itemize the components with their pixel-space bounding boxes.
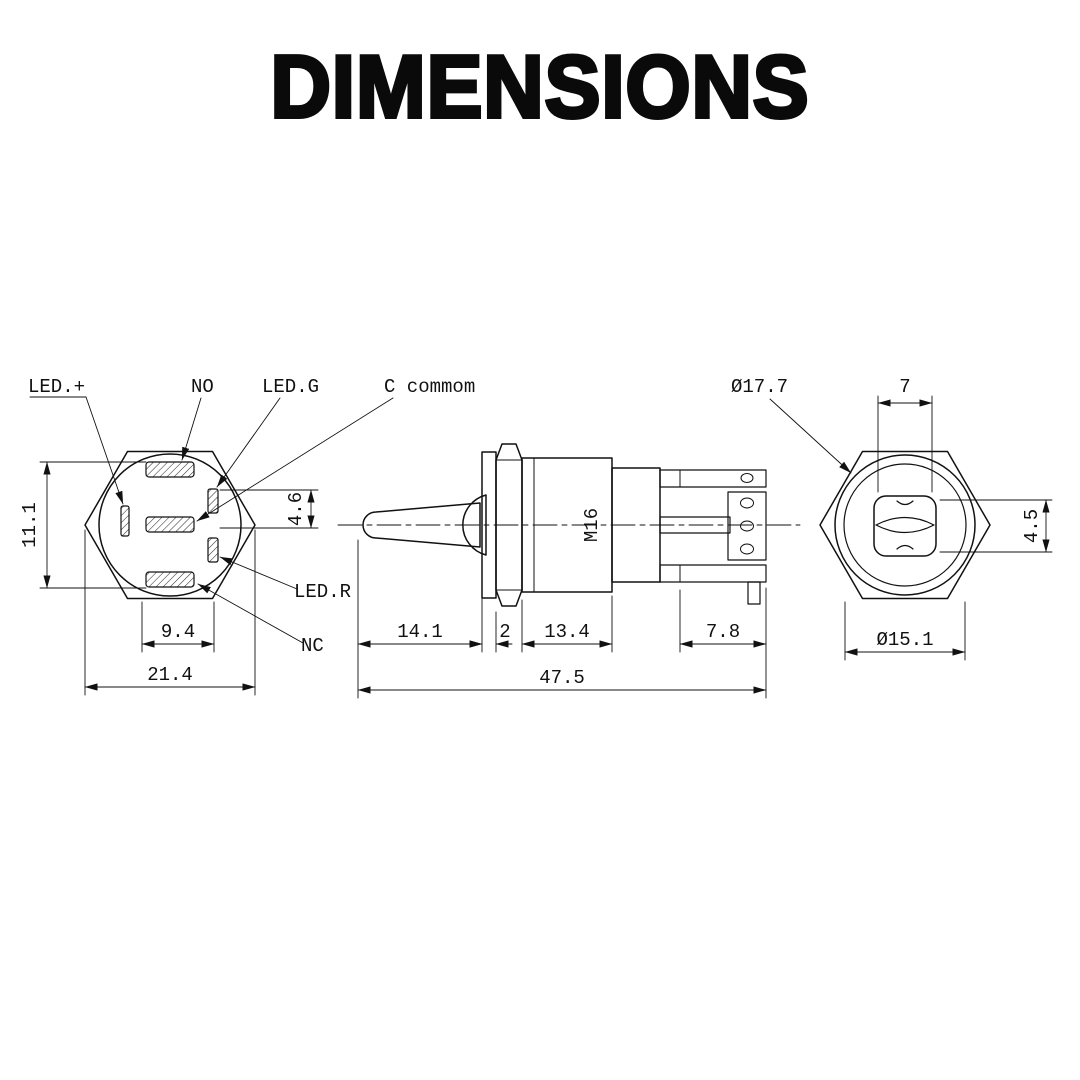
body-circle [98,453,242,597]
label-led-r: LED.R [294,581,351,603]
leader-no [181,397,202,461]
pin-led-r [207,537,219,563]
label-thread: M16 [581,508,603,542]
hex-nut-front [819,450,991,600]
label-no: NO [191,376,214,398]
toggle-bat-front [875,500,935,550]
toggle-opening [873,495,937,557]
bezel-outer-circle [834,454,976,596]
leader-led-r [219,556,298,590]
pin-descender [747,581,761,605]
page-title: DIMENSIONS [269,35,811,138]
dim-pin-height: 11.1 [19,502,41,548]
hex-nut-facets [495,459,523,591]
pin-led-plus [120,505,130,537]
dim-washer: 2 [499,621,510,643]
toggle-lever [362,502,481,548]
dim-pins: 7.8 [706,621,740,643]
dim-slot-width: 7 [899,376,910,398]
dim-face-diameter: Ø15.1 [876,629,933,651]
terminal-pin-top [659,469,767,488]
back-view: LED.+ NO LED.G LED.R NC 11.1 4.6 9.4 21.… [19,376,394,696]
label-led-plus: LED.+ [28,376,85,398]
back-extension-lines [39,461,319,696]
leader-led-g [216,397,281,488]
label-common: C commom [384,376,475,398]
pin-slot-no [145,461,195,478]
block-hole-1 [740,497,754,509]
dim-lever: 14.1 [397,621,443,643]
dim-outer-diameter: Ø17.7 [731,376,788,398]
dim-slot-height: 4.5 [1021,509,1043,543]
bezel-inner-circle [843,463,967,587]
lever-pivot-dome [462,494,487,556]
terminal-pin-bottom [659,564,767,583]
block-hole-3 [740,543,754,555]
label-led-g: LED.G [262,376,319,398]
label-nc: NC [301,635,324,657]
dim-body: 13.4 [544,621,590,643]
leader-led-plus [29,396,124,505]
pin-hole-top [740,473,754,483]
pin-slot-nc [145,571,195,588]
leader-outer-diameter [769,398,852,474]
dim-total: 47.5 [539,667,585,689]
leader-nc [197,583,304,644]
side-extension-lines [357,539,767,699]
block-hole-2 [740,520,754,532]
pin-led-g [207,488,219,514]
pin-slot-common [145,516,195,533]
leader-common [196,397,394,522]
dim-led-offset: 4.6 [285,492,307,526]
front-view: Ø17.7 7 4.5 Ø15.1 [731,376,1053,661]
dim-width: 21.4 [147,664,193,686]
terminal-pin-middle [659,516,731,534]
terminal-block [727,491,767,561]
front-extension-lines [844,395,1053,661]
side-view: C commom M16 14.1 2 13.4 7.8 47.5 [337,376,801,699]
hex-body-outline [84,450,256,600]
dim-pin-spacing: 9.4 [161,621,195,643]
